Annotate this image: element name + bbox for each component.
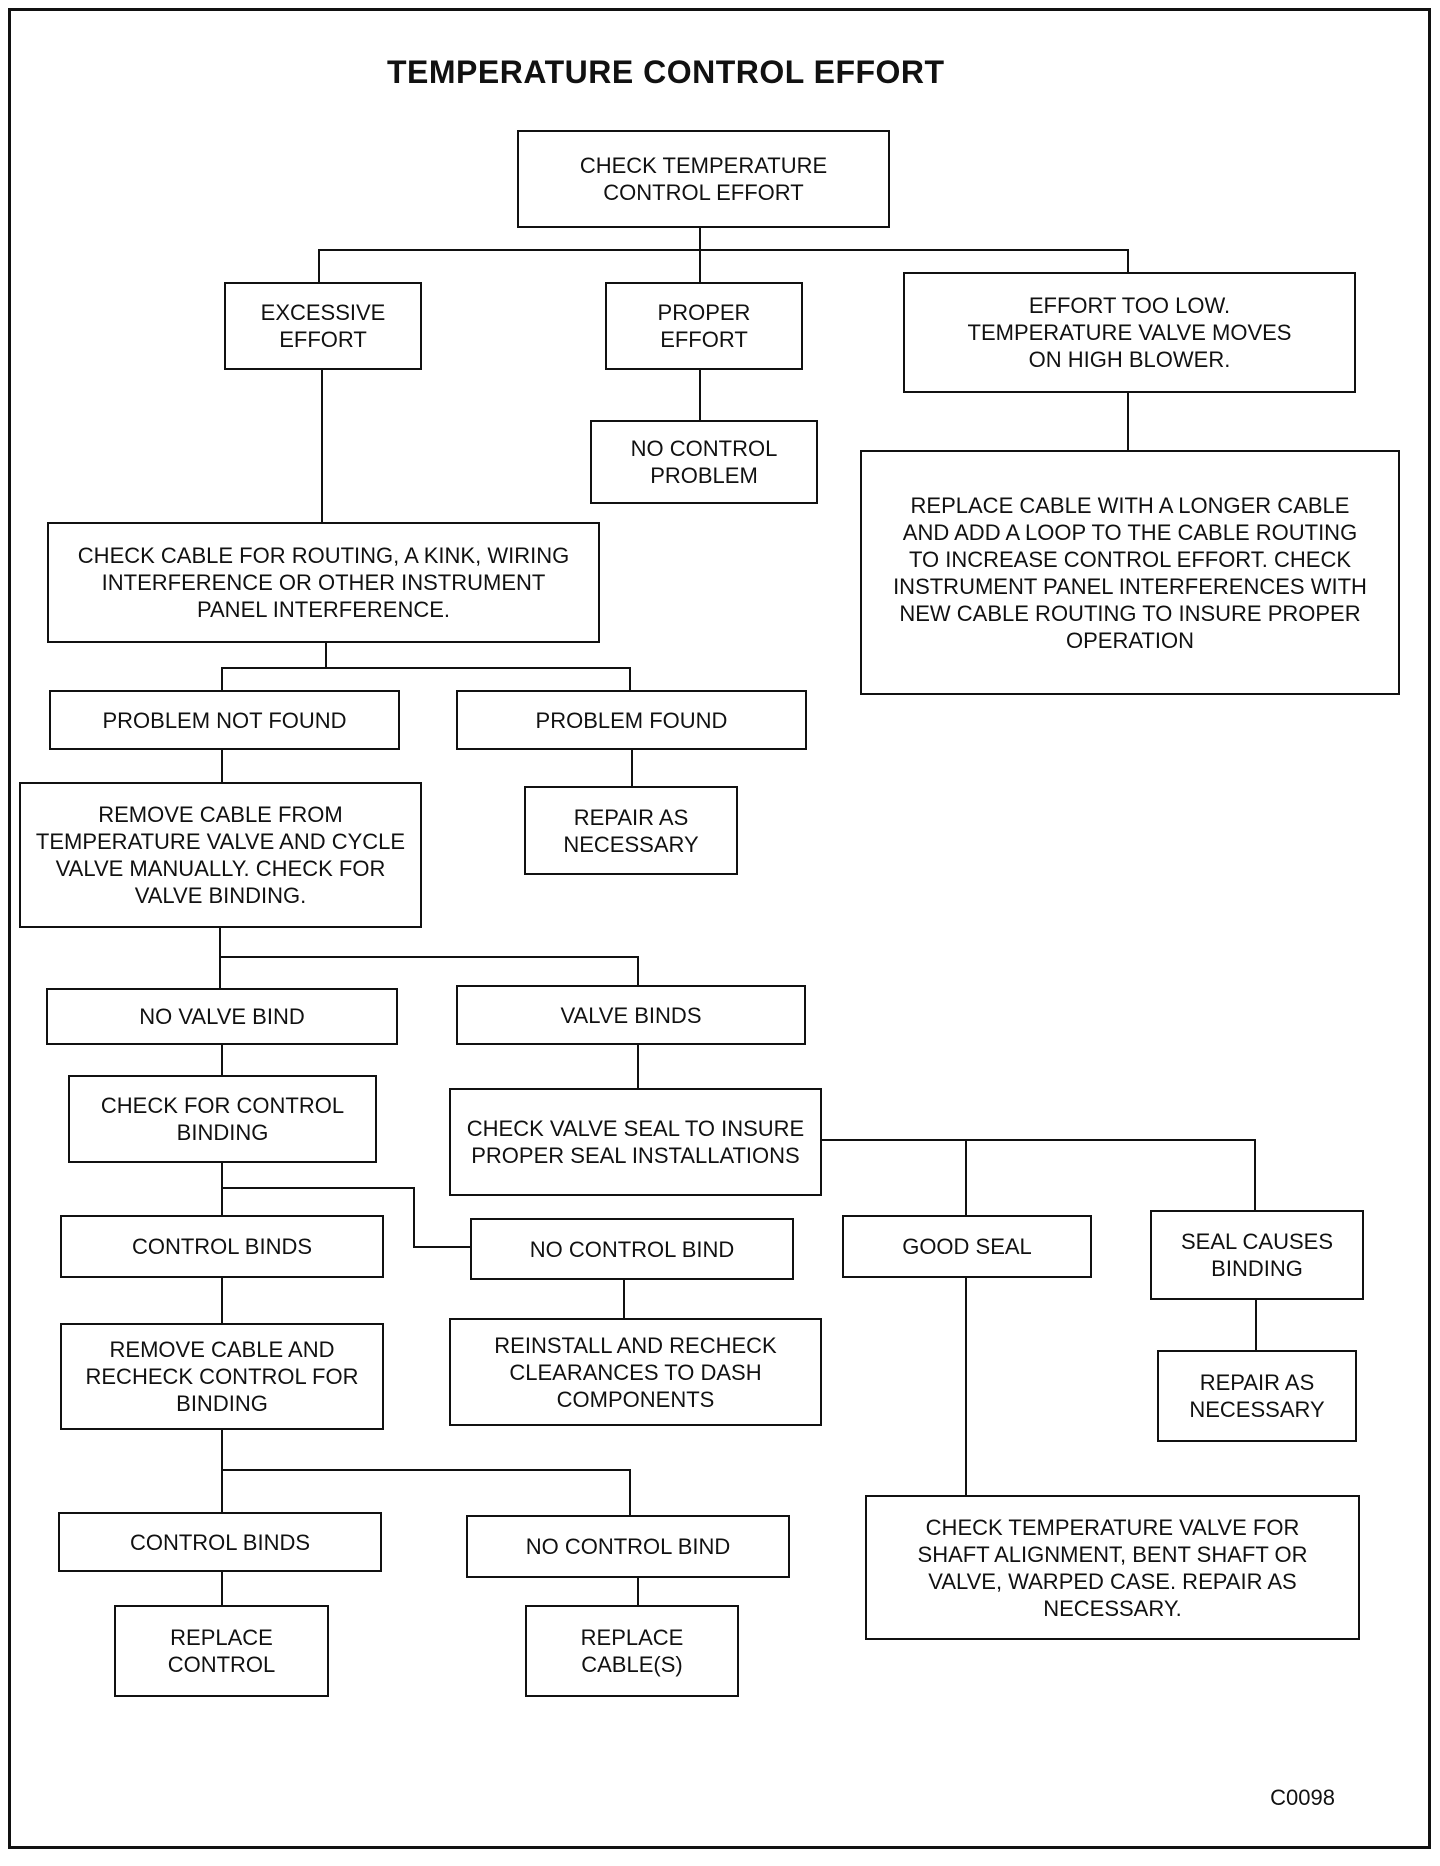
connector-ccb-branch — [222, 1187, 470, 1248]
repair-as-necessary-box-2: REPAIR AS NECESSARY — [1157, 1350, 1357, 1442]
excessive-effort-box: EXCESSIVE EFFORT — [224, 282, 422, 370]
replace-longer-cable-box: REPLACE CABLE WITH A LONGER CABLE AND AD… — [860, 450, 1400, 695]
check-valve-seal-box: CHECK VALVE SEAL TO INSURE PROPER SEAL I… — [449, 1088, 822, 1196]
check-cable-routing-box: CHECK CABLE FOR ROUTING, A KINK, WIRING … — [47, 522, 600, 643]
connector-cycle-branch — [220, 956, 639, 985]
remove-cable-cycle-valve-box: REMOVE CABLE FROM TEMPERATURE VALVE AND … — [19, 782, 422, 928]
diagram-frame — [8, 8, 1431, 1849]
good-seal-box: GOOD SEAL — [842, 1215, 1092, 1278]
no-control-problem-box: NO CONTROL PROBLEM — [590, 420, 818, 504]
check-temperature-control-effort-box: CHECK TEMPERATURE CONTROL EFFORT — [517, 130, 890, 228]
connector-recheck-branch — [222, 1469, 631, 1515]
remove-cable-recheck-box: REMOVE CABLE AND RECHECK CONTROL FOR BIN… — [60, 1323, 384, 1430]
control-binds-box-1: CONTROL BINDS — [60, 1215, 384, 1278]
problem-not-found-box: PROBLEM NOT FOUND — [49, 690, 400, 750]
seal-causes-binding-box: SEAL CAUSES BINDING — [1150, 1210, 1364, 1300]
replace-cables-box: REPLACE CABLE(S) — [525, 1605, 739, 1697]
no-control-bind-box-1: NO CONTROL BIND — [470, 1218, 794, 1280]
connector-top-branch — [318, 249, 1129, 282]
page-title: TEMPERATURE CONTROL EFFORT — [387, 54, 945, 90]
no-control-bind-box-2: NO CONTROL BIND — [466, 1515, 790, 1578]
proper-effort-box: PROPER EFFORT — [605, 282, 803, 370]
reinstall-recheck-box: REINSTALL AND RECHECK CLEARANCES TO DASH… — [449, 1318, 822, 1426]
connector-seal-branch — [822, 1139, 1256, 1210]
effort-too-low-box: EFFORT TOO LOW. TEMPERATURE VALVE MOVES … — [903, 272, 1356, 393]
repair-as-necessary-box-1: REPAIR AS NECESSARY — [524, 786, 738, 875]
no-valve-bind-box: NO VALVE BIND — [46, 988, 398, 1045]
control-binds-box-2: CONTROL BINDS — [58, 1512, 382, 1572]
replace-control-box: REPLACE CONTROL — [114, 1605, 329, 1697]
check-temperature-valve-box: CHECK TEMPERATURE VALVE FOR SHAFT ALIGNM… — [865, 1495, 1360, 1640]
check-for-control-binding-box: CHECK FOR CONTROL BINDING — [68, 1075, 377, 1163]
problem-found-box: PROBLEM FOUND — [456, 690, 807, 750]
connector-lines — [219, 228, 1257, 1605]
figure-code: C0098 — [1270, 1785, 1335, 1810]
valve-binds-box: VALVE BINDS — [456, 985, 806, 1045]
connector-routing-branch — [221, 667, 631, 690]
